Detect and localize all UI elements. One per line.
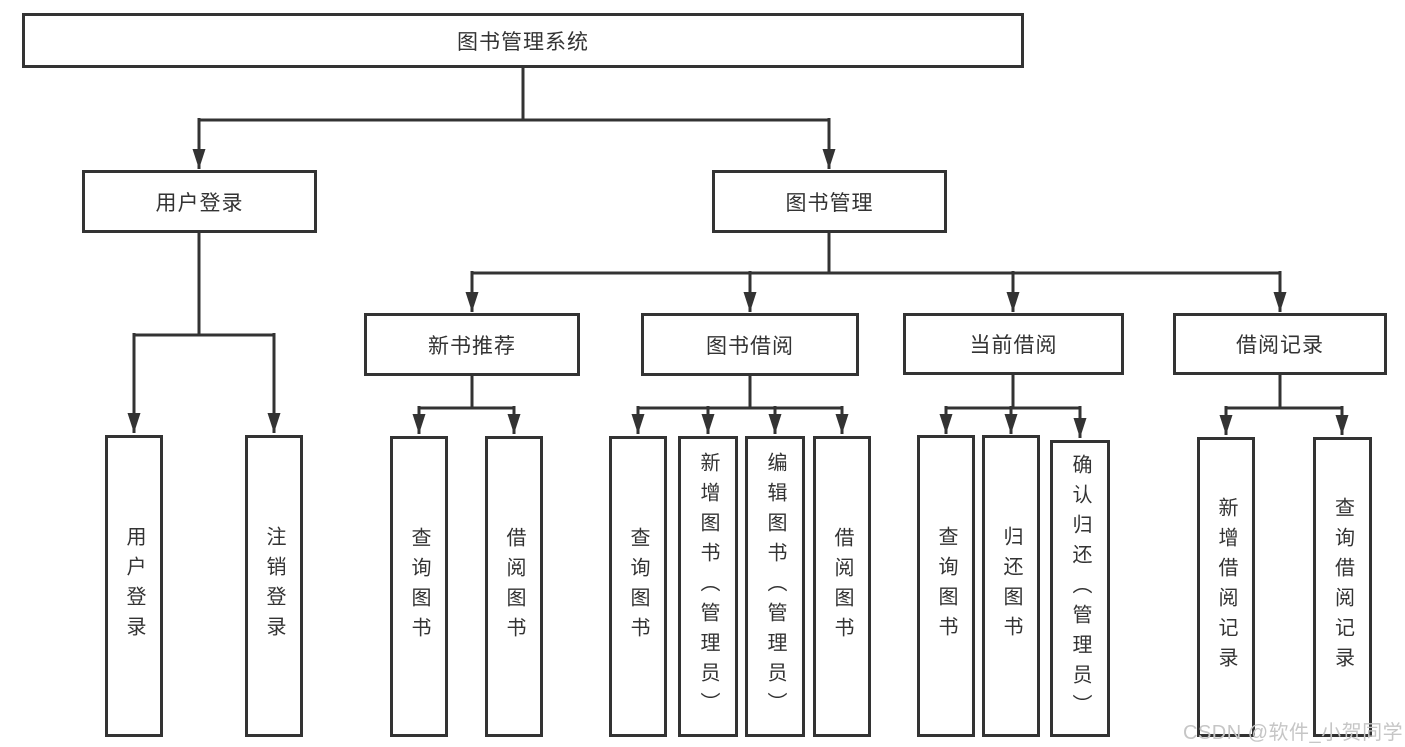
node-label: 查询图书 (627, 526, 649, 647)
node-leaf-borrow-books-2: 借阅图书 (813, 436, 871, 737)
node-library-system: 图书管理系统 (22, 13, 1024, 68)
node-label: 图书借阅 (706, 334, 794, 358)
node-leaf-add-borrow-record: 新增借阅记录 (1197, 437, 1255, 737)
node-label: 编辑图书（管理员） (764, 451, 786, 722)
node-label: 借阅图书 (831, 526, 853, 647)
node-book-borrowing: 图书借阅 (641, 313, 859, 376)
node-leaf-edit-books-admin: 编辑图书（管理员） (745, 436, 805, 737)
node-label: 用户登录 (155, 191, 244, 215)
node-label: 归还图书 (1000, 526, 1022, 646)
node-label: 新书推荐 (428, 334, 516, 358)
node-label: 查询借阅记录 (1331, 497, 1354, 677)
watermark-text: CSDN @软件_小贺同学 (1183, 722, 1404, 744)
node-label: 查询图书 (408, 526, 430, 647)
node-label: 确认归还（管理员） (1069, 453, 1091, 724)
node-leaf-logout: 注销登录 (245, 435, 303, 737)
node-leaf-query-books-2: 查询图书 (609, 436, 667, 737)
node-leaf-return-books: 归还图书 (982, 435, 1040, 737)
node-label: 当前借阅 (969, 334, 1058, 357)
node-label: 借阅图书 (503, 526, 525, 647)
node-current-borrowing: 当前借阅 (903, 313, 1124, 375)
node-borrowing-records: 借阅记录 (1173, 313, 1387, 375)
node-leaf-user-login: 用户登录 (105, 435, 163, 737)
node-label: 图书管理系统 (457, 30, 589, 54)
node-leaf-add-books-admin: 新增图书（管理员） (678, 436, 738, 737)
node-label: 新增借阅记录 (1215, 497, 1237, 677)
node-leaf-query-books-3: 查询图书 (917, 435, 975, 737)
node-label: 查询图书 (935, 526, 957, 646)
node-leaf-confirm-return-admin: 确认归还（管理员） (1050, 440, 1110, 737)
node-label: 新增图书（管理员） (697, 451, 719, 722)
node-book-management: 图书管理 (712, 170, 947, 233)
node-label: 用户登录 (123, 526, 145, 646)
node-label: 图书管理 (785, 191, 874, 215)
node-label: 借阅记录 (1236, 334, 1324, 357)
node-user-login: 用户登录 (82, 170, 317, 233)
node-leaf-query-borrow-record: 查询借阅记录 (1313, 437, 1372, 737)
node-leaf-borrow-books-1: 借阅图书 (485, 436, 543, 737)
node-label: 注销登录 (263, 526, 285, 646)
node-new-book-recommend: 新书推荐 (364, 313, 580, 376)
node-leaf-query-books-1: 查询图书 (390, 436, 448, 737)
